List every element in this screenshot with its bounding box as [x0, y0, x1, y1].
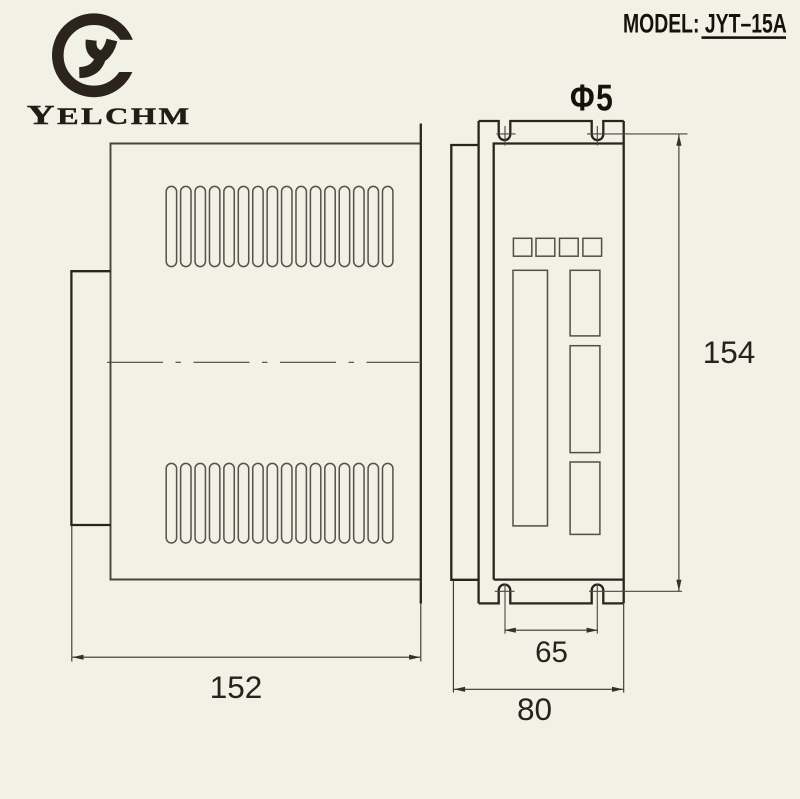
svg-text:Φ5: Φ5: [570, 78, 614, 120]
svg-text:80: 80: [517, 691, 552, 727]
svg-text:YELCHM: YELCHM: [27, 100, 192, 130]
svg-text:152: 152: [210, 669, 263, 705]
svg-text:65: 65: [535, 636, 568, 669]
svg-text:MODEL: JYT–15A: MODEL: JYT–15A: [623, 9, 787, 39]
svg-text:154: 154: [703, 334, 756, 370]
